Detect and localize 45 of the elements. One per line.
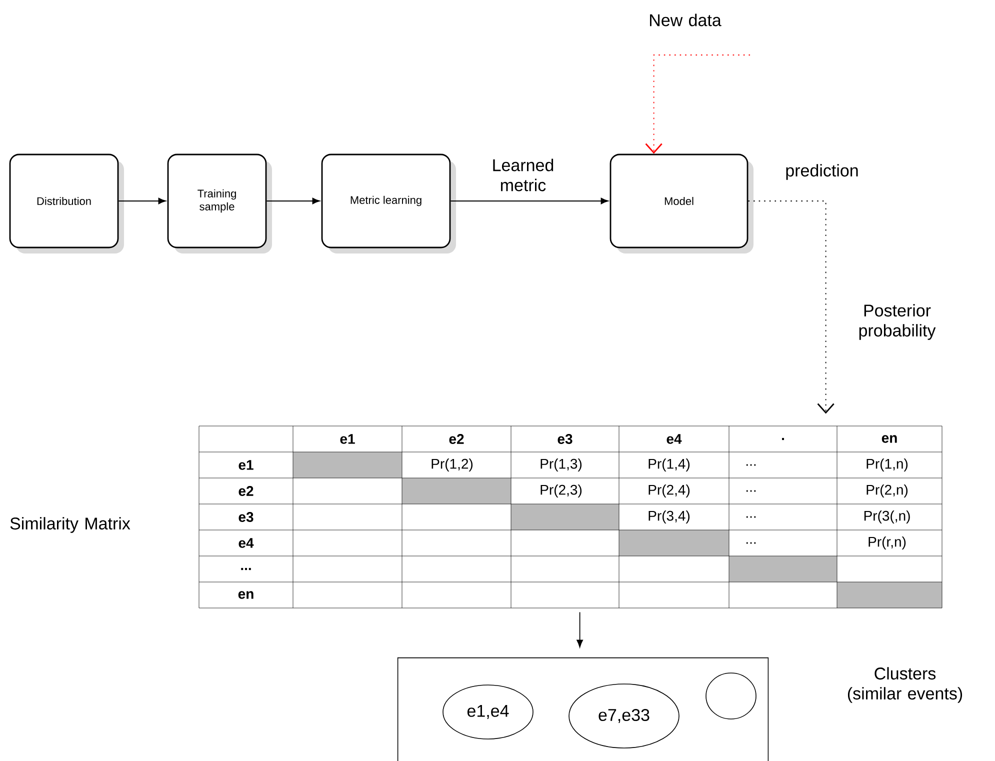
cluster-box [397,657,769,761]
table-cell: Pr(1,n) [866,458,908,472]
edge-label: Learned metric [493,158,554,192]
header-cell: e3 [238,512,254,522]
table-cell: ... [746,516,756,518]
table-cell: Pr(2,n) [866,484,908,498]
header-cell: e1 [340,434,355,444]
table-cell: ... [746,490,756,492]
edge-label: Posterior probability [859,304,936,340]
table-cell: Pr(1,4) [648,458,690,472]
arrow [645,54,750,154]
header-cell: ... [241,568,251,570]
header-cell: e2 [449,434,464,444]
process-box: Model [610,154,748,248]
arrow [266,198,320,204]
header-cell: e4 [238,538,254,548]
arrow [576,612,583,648]
cluster-circle [706,672,756,720]
note-text: Clusters (similar events) [848,667,962,703]
table-cell: Pr(r,n) [868,536,906,550]
table-cell: Pr(3(,n) [864,510,910,524]
process-box: Distribution [9,154,119,248]
process-box: Training sample [167,154,267,248]
note-text: Similarity Matrix [10,517,130,533]
header-cell: e3 [558,434,572,444]
header-cell: e2 [238,486,254,496]
header-cell: e1 [238,460,254,470]
table-cell: Pr(2,4) [648,484,690,498]
header-cell: e4 [666,434,682,444]
similarity-table [198,426,942,608]
header-cell: en [238,591,254,599]
arrow [450,198,608,204]
arrow [118,198,166,204]
table-cell: Pr(3,4) [648,510,690,524]
header-cell: . [782,438,784,440]
header-cell: en [882,435,897,443]
process-box: Metric learning [321,154,451,248]
note-text: New data [650,14,722,26]
table-cell: ... [746,542,756,544]
table-cell: ... [746,464,756,466]
table-cell: Pr(1,2) [432,458,473,472]
note-text: prediction [786,164,858,180]
arrow [748,200,834,414]
table-cell: Pr(1,3) [540,458,582,472]
table-cell: Pr(2,3) [540,484,582,498]
